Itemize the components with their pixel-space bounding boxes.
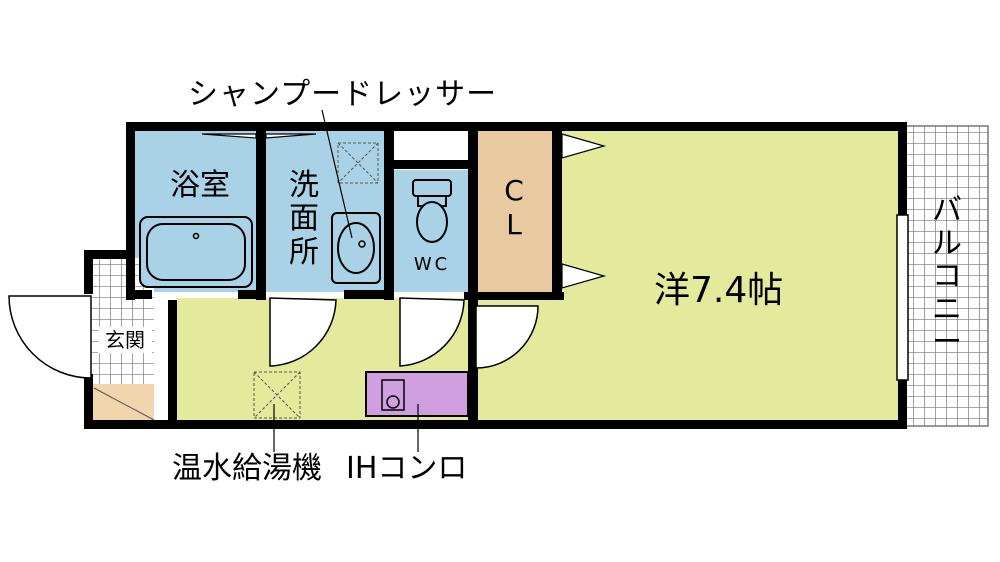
balcony-floor [905, 125, 989, 427]
closet-floor [478, 130, 552, 292]
sliding-doors [201, 133, 607, 289]
bathroom-label: 浴室 [170, 168, 230, 203]
bathtub-drain [192, 232, 200, 240]
washroom-label-1: 洗 [289, 168, 319, 203]
shoe-box-diagonal [93, 387, 155, 421]
western-room-label: 洋7.4帖 [654, 270, 783, 311]
doors [8, 295, 539, 379]
balcony-label-5: ー [932, 325, 962, 360]
ih-stove-label: IHコンロ [346, 451, 467, 486]
closet-label-1: C [504, 174, 524, 207]
entrance-label-bg [98, 327, 152, 353]
washroom-label-2: 面 [289, 201, 319, 236]
toilet-fixture [412, 179, 452, 243]
ih-stove [365, 371, 469, 417]
washroom-label-3: 所 [289, 235, 319, 270]
balcony-label-4: ニ [932, 292, 962, 327]
ventilation-fan [337, 142, 379, 184]
entrance-label: 玄関 [105, 328, 145, 352]
water-heater-label: 温水給湯機 [172, 451, 322, 486]
bathtub-inner [146, 223, 246, 281]
leader-lines [273, 109, 419, 452]
water-heater-symbol [253, 371, 301, 419]
closet-label-2: L [506, 208, 522, 241]
balcony-label-2: ル [932, 226, 962, 261]
washbasin [331, 212, 381, 284]
balcony-label-1: バ [932, 193, 962, 228]
shampoo-dresser-label: シャンプードレッサー [188, 77, 497, 112]
toilet-label: WC [414, 254, 450, 275]
balcony-label-3: コ [932, 259, 962, 294]
balcony-window [896, 214, 909, 381]
